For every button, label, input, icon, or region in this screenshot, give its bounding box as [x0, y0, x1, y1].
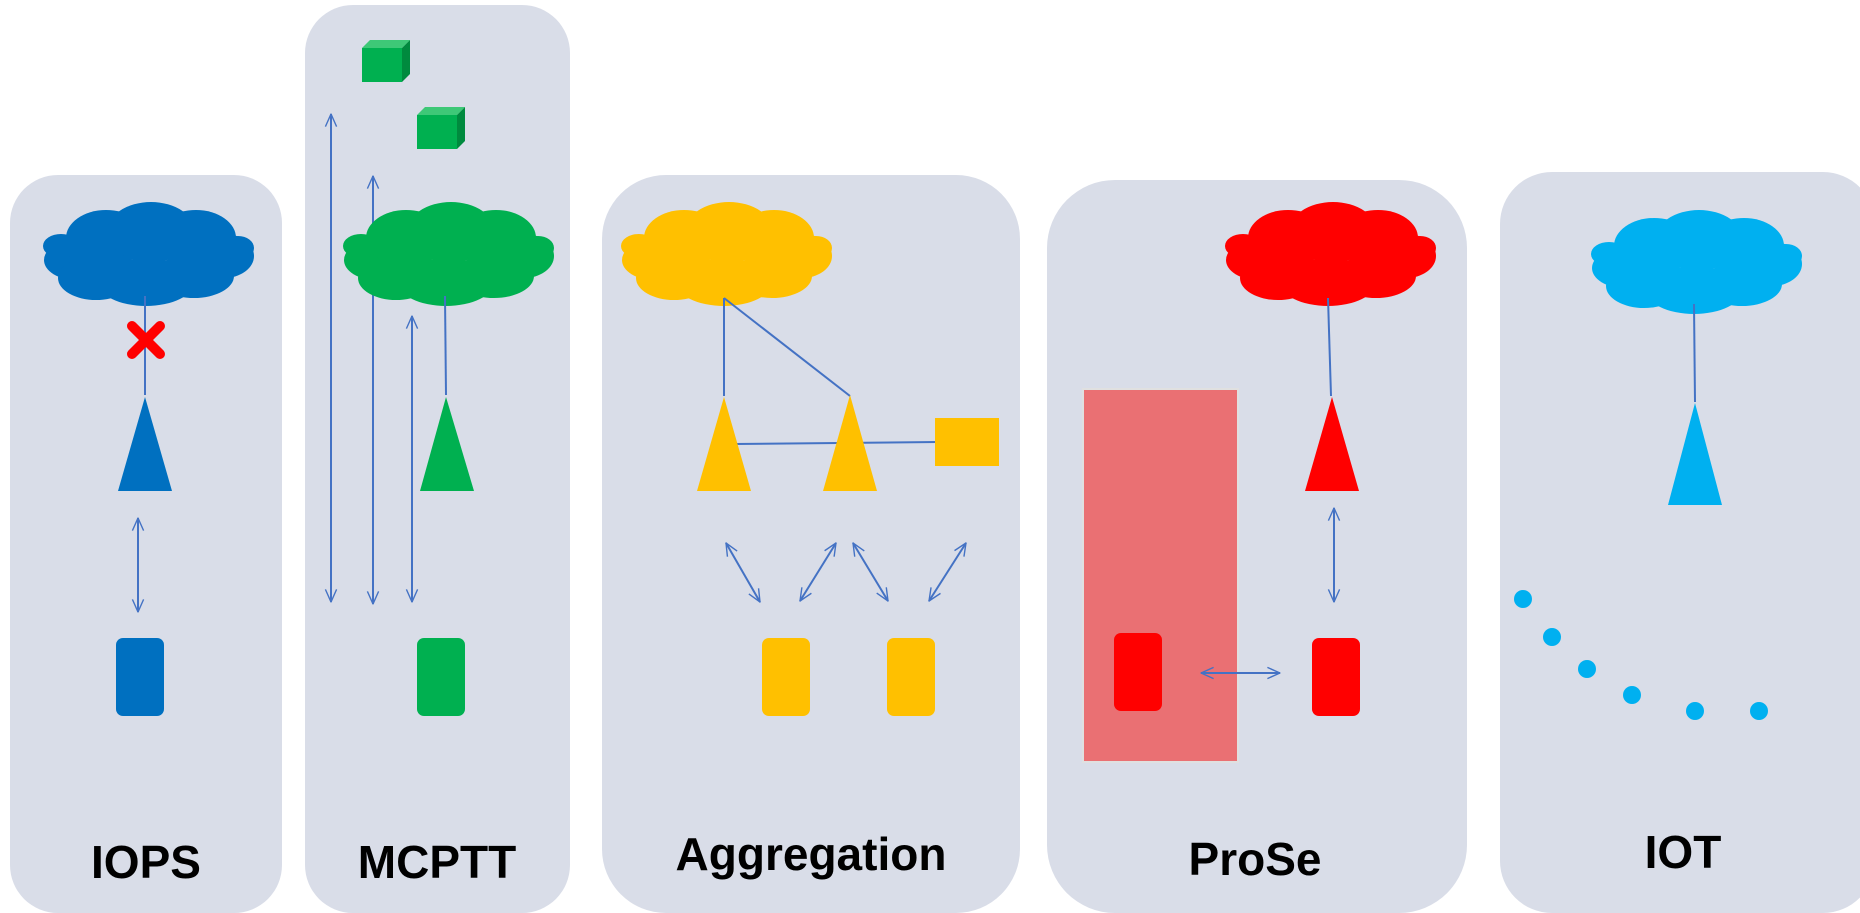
panel-label: Aggregation: [676, 828, 947, 880]
base-station-icon: [1305, 397, 1359, 491]
mcptt-panel: MCPTT: [305, 5, 570, 913]
base-station-icon: [697, 397, 751, 491]
sensor-dot-icon: [1578, 660, 1596, 678]
backhaul-link: [723, 297, 851, 397]
panel-background: [10, 175, 282, 913]
panel-background: [1500, 172, 1860, 913]
group-member-icon: [417, 107, 465, 149]
base-station-icon: [118, 397, 172, 491]
group-member-icon: [362, 40, 410, 82]
base-station-icon: [420, 397, 474, 491]
relay-node-icon: [935, 418, 999, 466]
base-station-icon: [823, 395, 877, 491]
base-station-icon: [1668, 403, 1722, 505]
sensor-dot-icon: [1686, 702, 1704, 720]
device-icon: [116, 638, 164, 716]
sensor-dot-icon: [1543, 628, 1561, 646]
panel-label: IOPS: [91, 836, 201, 888]
aggregated-link-arrow: [853, 543, 888, 601]
blocked-link-icon: [127, 321, 165, 359]
iot-panel: IOT: [1500, 172, 1860, 913]
device-icon: [762, 638, 810, 716]
device-icon: [887, 638, 935, 716]
device-icon: [1312, 638, 1360, 716]
panel-label: IOT: [1645, 826, 1722, 878]
device-icon: [1114, 633, 1162, 711]
backhaul-link: [1693, 303, 1696, 403]
panel-label: MCPTT: [358, 836, 516, 888]
panel-label: ProSe: [1189, 833, 1322, 885]
prose-panel: ProSe: [1047, 180, 1467, 913]
aggregated-link-arrow: [800, 543, 836, 601]
iops-panel: IOPS: [10, 175, 282, 913]
sensor-dot-icon: [1514, 590, 1532, 608]
backhaul-link: [1327, 297, 1332, 397]
backhaul-link: [444, 295, 447, 396]
aggregated-link-arrow: [725, 543, 761, 602]
aggregated-link-arrow: [929, 543, 966, 601]
aggregation-panel: Aggregation: [602, 175, 1020, 913]
sensor-dot-icon: [1750, 702, 1768, 720]
sensor-dot-icon: [1623, 686, 1641, 704]
device-icon: [417, 638, 465, 716]
